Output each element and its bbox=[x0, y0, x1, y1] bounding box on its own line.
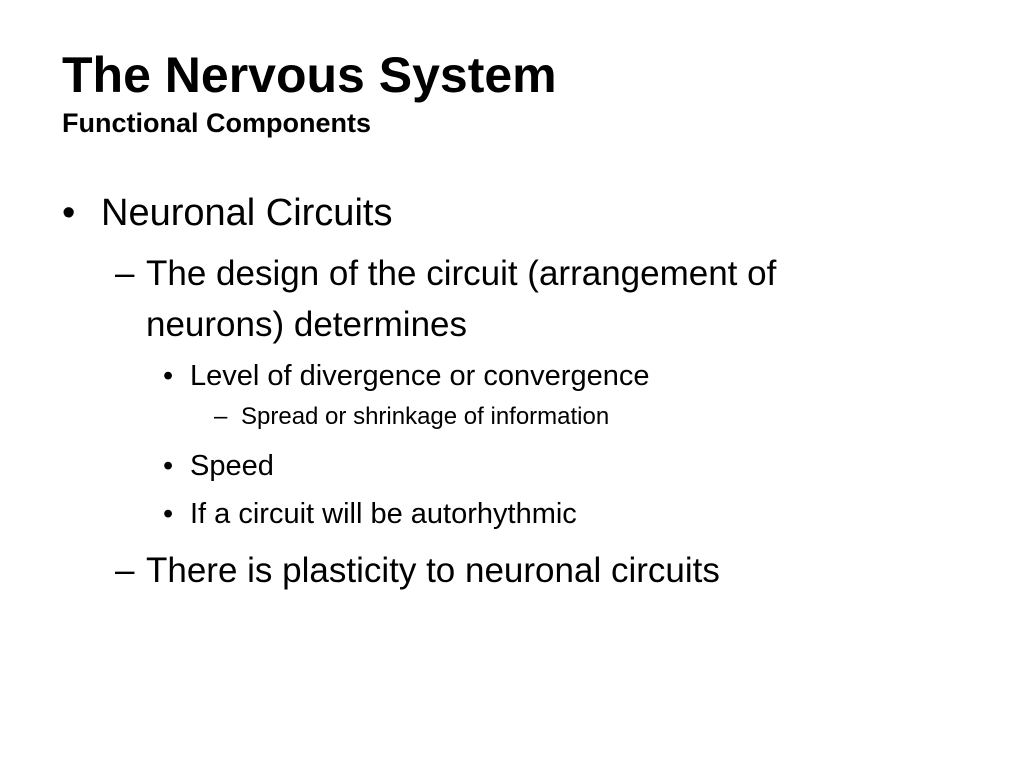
subsubbullet-text: If a circuit will be autorhythmic bbox=[190, 498, 577, 530]
subsubbullet-item-speed: • Speed bbox=[163, 445, 1024, 487]
dash-marker: – bbox=[214, 403, 228, 430]
subsubbullet-text: Level of divergence or convergence bbox=[190, 360, 650, 392]
bullet-marker: • bbox=[163, 360, 174, 392]
subsubbullet-item-divergence: • Level of divergence or convergence bbox=[163, 355, 1024, 397]
bullet-list: • Neuronal Circuits – The design of the … bbox=[0, 188, 1024, 596]
title-block: The Nervous System Functional Components bbox=[62, 44, 962, 140]
subbullet-item-circuit-design: – The design of the circuit (arrangement… bbox=[115, 248, 1024, 350]
slide-subtitle: Functional Components bbox=[62, 108, 371, 138]
level4-text: Spread or shrinkage of information bbox=[241, 403, 610, 430]
dash-marker: – bbox=[115, 551, 135, 590]
subbullet-text: There is plasticity to neuronal circuits bbox=[146, 551, 720, 590]
level4-item-spread: – Spread or shrinkage of information bbox=[214, 399, 1024, 435]
bullet-item-neuronal-circuits: • Neuronal Circuits bbox=[62, 188, 1024, 240]
bullet-marker: • bbox=[163, 498, 174, 530]
subbullet-item-plasticity: – There is plasticity to neuronal circui… bbox=[115, 545, 1024, 596]
bullet-marker: • bbox=[62, 192, 76, 234]
bullet-marker: • bbox=[163, 450, 174, 482]
slide-title: The Nervous System bbox=[62, 47, 557, 103]
subsubbullet-item-autorhythmic: • If a circuit will be autorhythmic bbox=[163, 493, 1024, 535]
subbullet-text: The design of the circuit (arrangement o… bbox=[146, 254, 777, 344]
bullet-text: Neuronal Circuits bbox=[101, 192, 393, 234]
dash-marker: – bbox=[115, 254, 135, 293]
subsubbullet-text: Speed bbox=[190, 450, 274, 482]
